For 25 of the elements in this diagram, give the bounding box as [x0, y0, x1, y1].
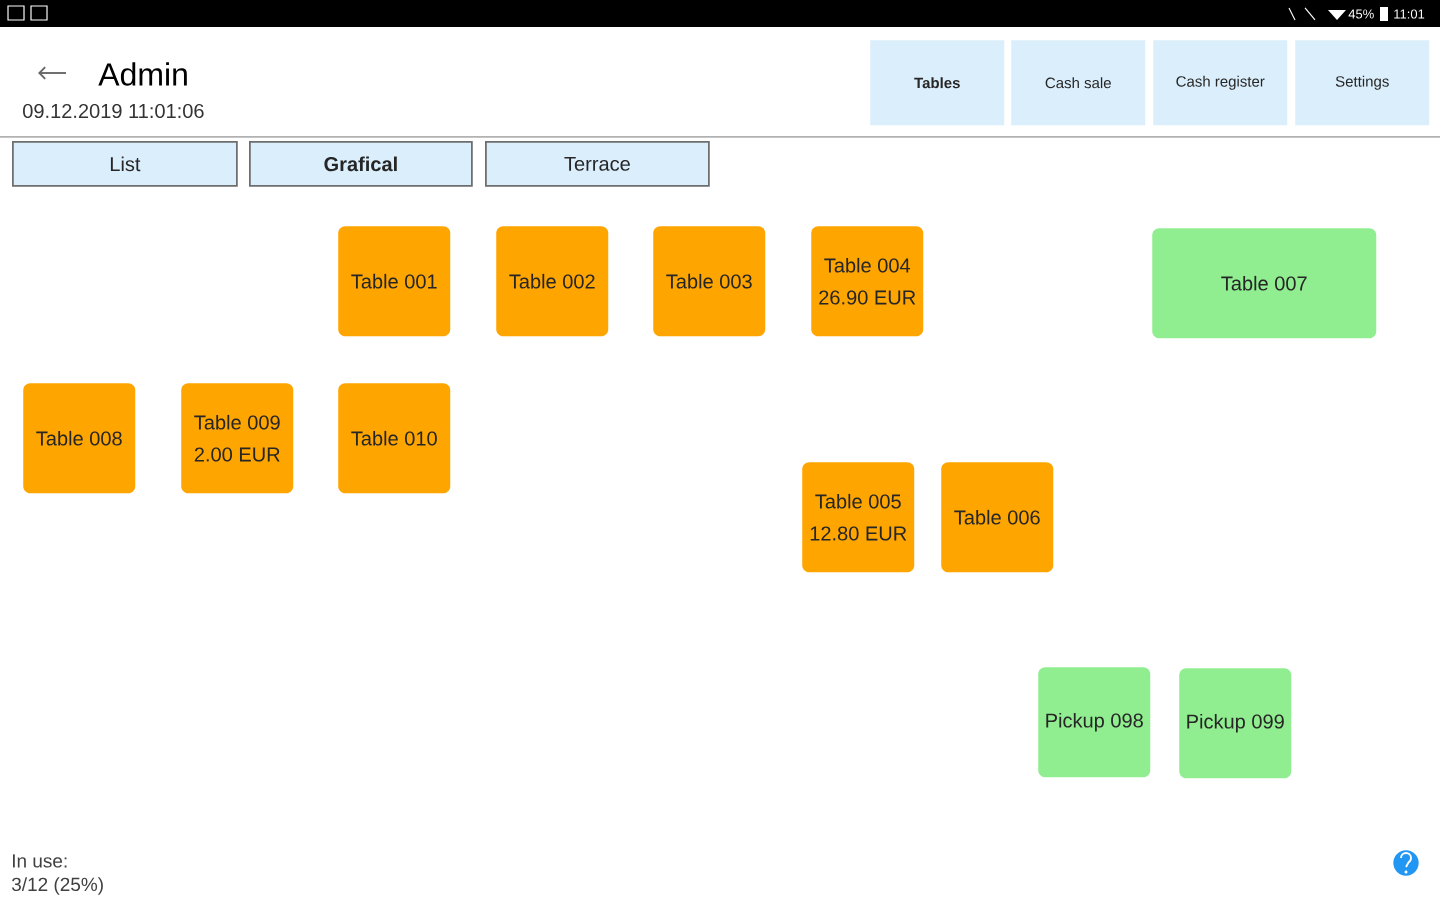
tab-button: Settings [1295, 40, 1430, 126]
tab-button: Cash register [1153, 40, 1288, 126]
tab-button: Cash sale [1011, 40, 1146, 126]
view-button: Grafical [249, 141, 473, 187]
occupied-table: Table 002 [496, 226, 609, 337]
free-table: Table 007 [1152, 228, 1377, 339]
occupied-table: Table 004 26.90 EUR [811, 226, 924, 337]
date-time: 09.12.2019 11:01:06 [23, 103, 204, 119]
usage-value: 3/12 (25%) [11, 877, 103, 895]
occupied-table: Table 001 [338, 226, 451, 337]
clock-time: 11:01 [1394, 9, 1425, 19]
occupied-table: Table 003 [653, 226, 766, 337]
title: Admin [98, 62, 187, 86]
tab-button: Tables [870, 40, 1005, 126]
battery-percentage: 45% [1348, 9, 1374, 19]
occupied-table: Table 005 12.80 EUR [802, 462, 915, 573]
usage-label: In use: [13, 854, 67, 868]
free-table: Pickup 098 [1038, 667, 1151, 778]
occupied-table: Table 009 2.00 EUR [181, 383, 294, 494]
view-button: List [12, 141, 238, 187]
occupied-table: Table 008 [23, 383, 136, 494]
occupied-table: Table 010 [338, 383, 451, 494]
occupied-table: Table 006 [941, 462, 1054, 573]
view-button: Terrace [485, 141, 710, 187]
free-table: Pickup 099 [1179, 668, 1292, 779]
